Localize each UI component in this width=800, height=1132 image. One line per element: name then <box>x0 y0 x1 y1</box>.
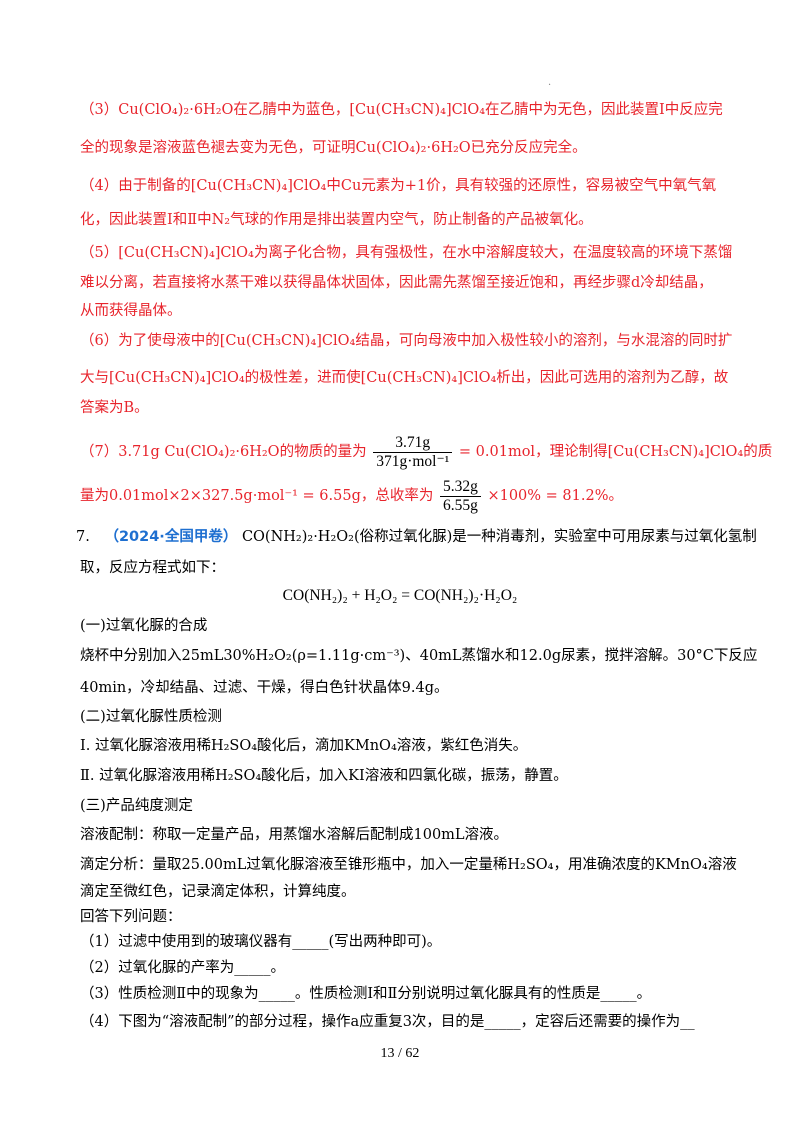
analysis-p5-line1: （5）[Cu(CH₃CN)₄]ClO₄为离子化合物，具有强极性，在水中溶解度较大… <box>80 245 733 261</box>
yield-fraction-numerator: 5.32g <box>439 478 481 497</box>
analysis-p7-line1: （7）3.71g Cu(ClO₄)₂·6H₂O的物质的量为 3.71g 371g… <box>80 432 772 472</box>
page-number: 13 / 62 <box>380 1046 420 1061</box>
analysis-p4-line1: （4）由于制备的[Cu(CH₃CN)₄]ClO₄中Cu元素为+1价，具有较强的还… <box>80 178 717 194</box>
analysis-p6-line3: 答案为B。 <box>80 400 149 416</box>
section-3-line3: 滴定至微红色，记录滴定体积，计算纯度。 <box>80 884 356 900</box>
analysis-p7-line2: 量为0.01mol×2×327.5g·mol⁻¹ = 6.55g，总收率为 5.… <box>80 476 730 516</box>
analysis-p3-line2: 全的现象是溶液蓝色褪去变为无色，可证明Cu(ClO₄)₂·6H₂O已充分反应完全… <box>80 140 587 156</box>
question-number: 7. <box>76 529 90 545</box>
question-source-tag: （2024·全国甲卷） <box>104 529 238 545</box>
analysis-p4-line2: 化，因此装置Ⅰ和Ⅱ中N₂气球的作用是排出装置内空气，防止制备的产品被氧化。 <box>80 212 593 228</box>
molar-fraction: 3.71g 371g·mol⁻¹ <box>373 434 453 471</box>
section-3-line2: 滴定分析：量取25.00mL过氧化脲溶液至锥形瓶中，加入一定量稀H₂SO₄，用准… <box>80 857 737 873</box>
section-3-line1: 溶液配制：称取一定量产品，用蒸馏水溶解后配制成100mL溶液。 <box>80 827 509 843</box>
yield-fraction: 5.32g 6.55g <box>439 478 481 515</box>
reaction-equation: CO(NH₂)₂ + H₂O₂ = CO(NH₂)₂·H₂O₂ <box>282 587 518 604</box>
sub-question-2: （2）过氧化脲的产率为_____。 <box>80 960 285 976</box>
analysis-p7-text-d: ×100% = 81.2%。 <box>487 488 623 504</box>
section-3-title: (三)产品纯度测定 <box>80 798 193 814</box>
analysis-p5-line3: 从而获得晶体。 <box>80 303 182 319</box>
sub-question-1: （1）过滤中使用到的玻璃仪器有_____(写出两种即可)。 <box>80 934 442 950</box>
analysis-p7-text-b: = 0.01mol，理论制得[Cu(CH₃CN)₄]ClO₄的质 <box>458 444 773 460</box>
analysis-p3-line1: （3）Cu(ClO₄)₂·6H₂O在乙腈中为蓝色，[Cu(CH₃CN)₄]ClO… <box>80 102 723 118</box>
section-1-line2: 40min，冷却结晶、过滤、干燥，得白色针状晶体9.4g。 <box>80 680 449 696</box>
section-2-item-i: Ⅰ. 过氧化脲溶液用稀H₂SO₄酸化后，滴加KMnO₄溶液，紫红色消失。 <box>80 738 528 754</box>
section-1-line1: 烧杯中分别加入25mL30%H₂O₂(ρ=1.11g·cm⁻³)、40mL蒸馏水… <box>80 648 758 664</box>
answer-prompt: 回答下列问题： <box>80 909 182 925</box>
section-2-item-ii: Ⅱ. 过氧化脲溶液用稀H₂SO₄酸化后，加入KI溶液和四氯化碳，振荡，静置。 <box>80 768 568 784</box>
analysis-p5-line2: 难以分离，若直接将水蒸干难以获得晶体状固体，因此需先蒸馏至接近饱和，再经步骤d冷… <box>80 275 713 291</box>
molar-fraction-denominator: 371g·mol⁻¹ <box>376 452 450 470</box>
sub-question-4: （4）下图为“溶液配制”的部分过程，操作a应重复3次，目的是_____，定容后还… <box>80 1014 695 1030</box>
section-1-title: (一)过氧化脲的合成 <box>80 618 208 634</box>
yield-fraction-denominator: 6.55g <box>442 496 478 514</box>
analysis-p7-text-a: （7）3.71g Cu(ClO₄)₂·6H₂O的物质的量为 <box>80 444 367 460</box>
analysis-p7-text-c: 量为0.01mol×2×327.5g·mol⁻¹ = 6.55g，总收率为 <box>80 488 434 504</box>
molar-fraction-numerator: 3.71g <box>373 434 453 453</box>
analysis-p6-line1: （6）为了使母液中的[Cu(CH₃CN)₄]ClO₄结晶，可向母液中加入极性较小… <box>80 333 733 349</box>
question-intro-text: CO(NH₂)₂·H₂O₂(俗称过氧化脲)是一种消毒剂，实验室中可用尿素与过氧化… <box>241 529 757 545</box>
question-7-intro-line2: 取，反应方程式如下： <box>80 560 225 576</box>
scan-mark: · <box>548 80 552 91</box>
sub-question-3: （3）性质检测Ⅱ中的现象为_____。性质检测Ⅰ和Ⅱ分别说明过氧化脲具有的性质是… <box>80 986 652 1002</box>
section-2-title: (二)过氧化脲性质检测 <box>80 709 222 725</box>
analysis-p6-line2: 大与[Cu(CH₃CN)₄]ClO₄的极性差，进而使[Cu(CH₃CN)₄]Cl… <box>80 370 729 386</box>
question-7-intro-line1: 7. （2024·全国甲卷） CO(NH₂)₂·H₂O₂(俗称过氧化脲)是一种消… <box>76 527 757 547</box>
